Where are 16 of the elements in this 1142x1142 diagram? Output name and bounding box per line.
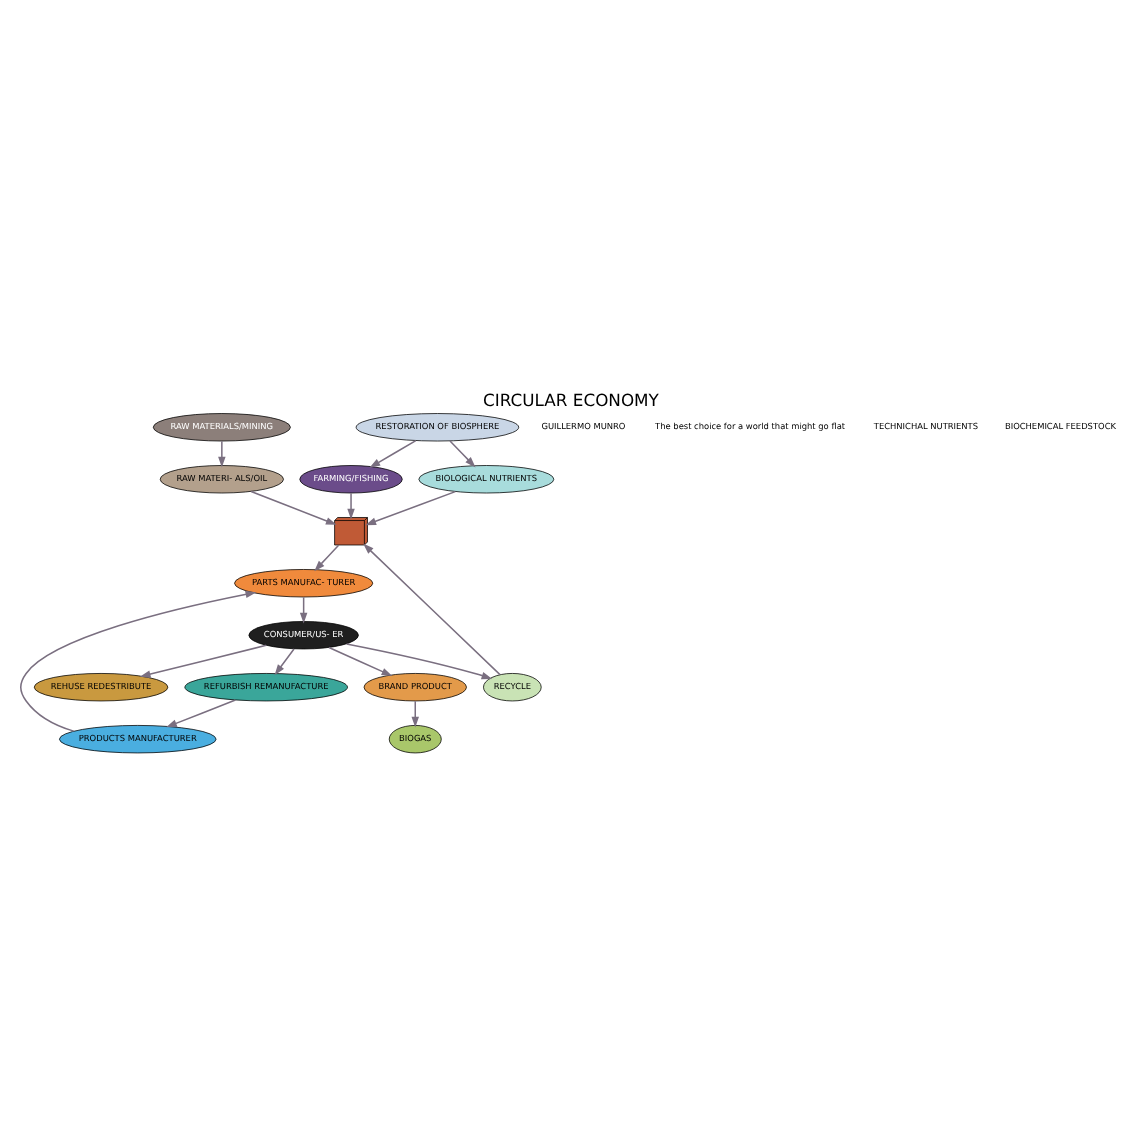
- arrow: [369, 439, 417, 468]
- arrow: [365, 490, 457, 526]
- arrow: [345, 643, 493, 680]
- arrow: [363, 543, 501, 676]
- arrow: [20, 590, 257, 732]
- arrow: [328, 646, 393, 677]
- arrow: [274, 648, 295, 676]
- diagram-title: CIRCULAR ECONOMY: [483, 389, 659, 410]
- arrow: [411, 700, 419, 728]
- arrow: [218, 440, 226, 468]
- arrow: [347, 492, 355, 520]
- arrow: [250, 490, 337, 525]
- arrow: [449, 440, 476, 468]
- arrow: [139, 644, 267, 678]
- arrow: [314, 544, 340, 572]
- arrow: [166, 699, 237, 728]
